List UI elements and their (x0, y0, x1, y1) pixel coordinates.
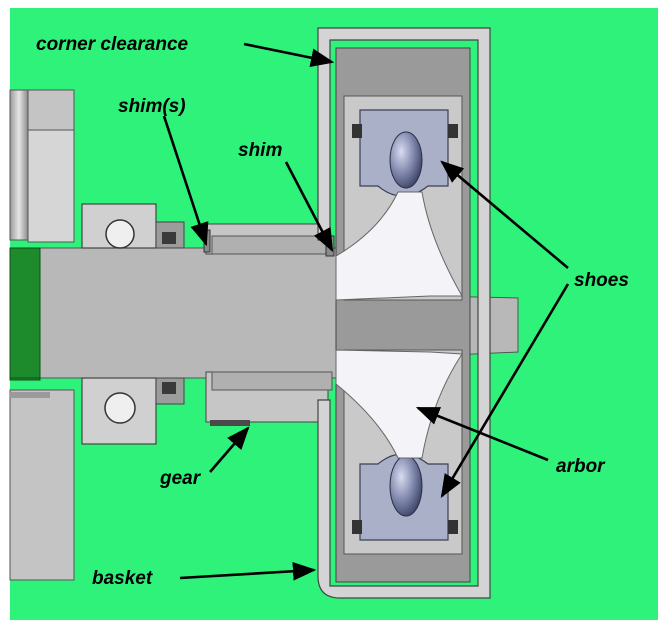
label-basket: basket (92, 568, 153, 589)
label-corner-clearance: corner clearance (36, 34, 189, 55)
leader-lines (162, 42, 570, 581)
label-shims: shim(s) (118, 96, 186, 117)
label-arbor: arbor (556, 456, 606, 477)
leader-shoes-bottom (440, 283, 570, 499)
leader-basket (179, 561, 317, 581)
leader-gear (209, 426, 250, 473)
label-gear: gear (159, 468, 202, 489)
leader-shoes-top (440, 160, 569, 269)
ball-bearing-bottom (81, 377, 185, 445)
basket (317, 27, 491, 599)
leader-corner-clearance (243, 42, 335, 67)
arbor (335, 191, 463, 459)
leader-shims (162, 115, 209, 247)
gear (205, 223, 333, 426)
label-shoes: shoes (574, 270, 629, 291)
label-shim: shim (238, 140, 282, 161)
leader-arbor (415, 406, 549, 462)
ball-bearing-top (81, 203, 185, 249)
leader-shim (284, 161, 334, 253)
shoe-bottom (352, 453, 458, 541)
shoe-top (352, 109, 458, 197)
